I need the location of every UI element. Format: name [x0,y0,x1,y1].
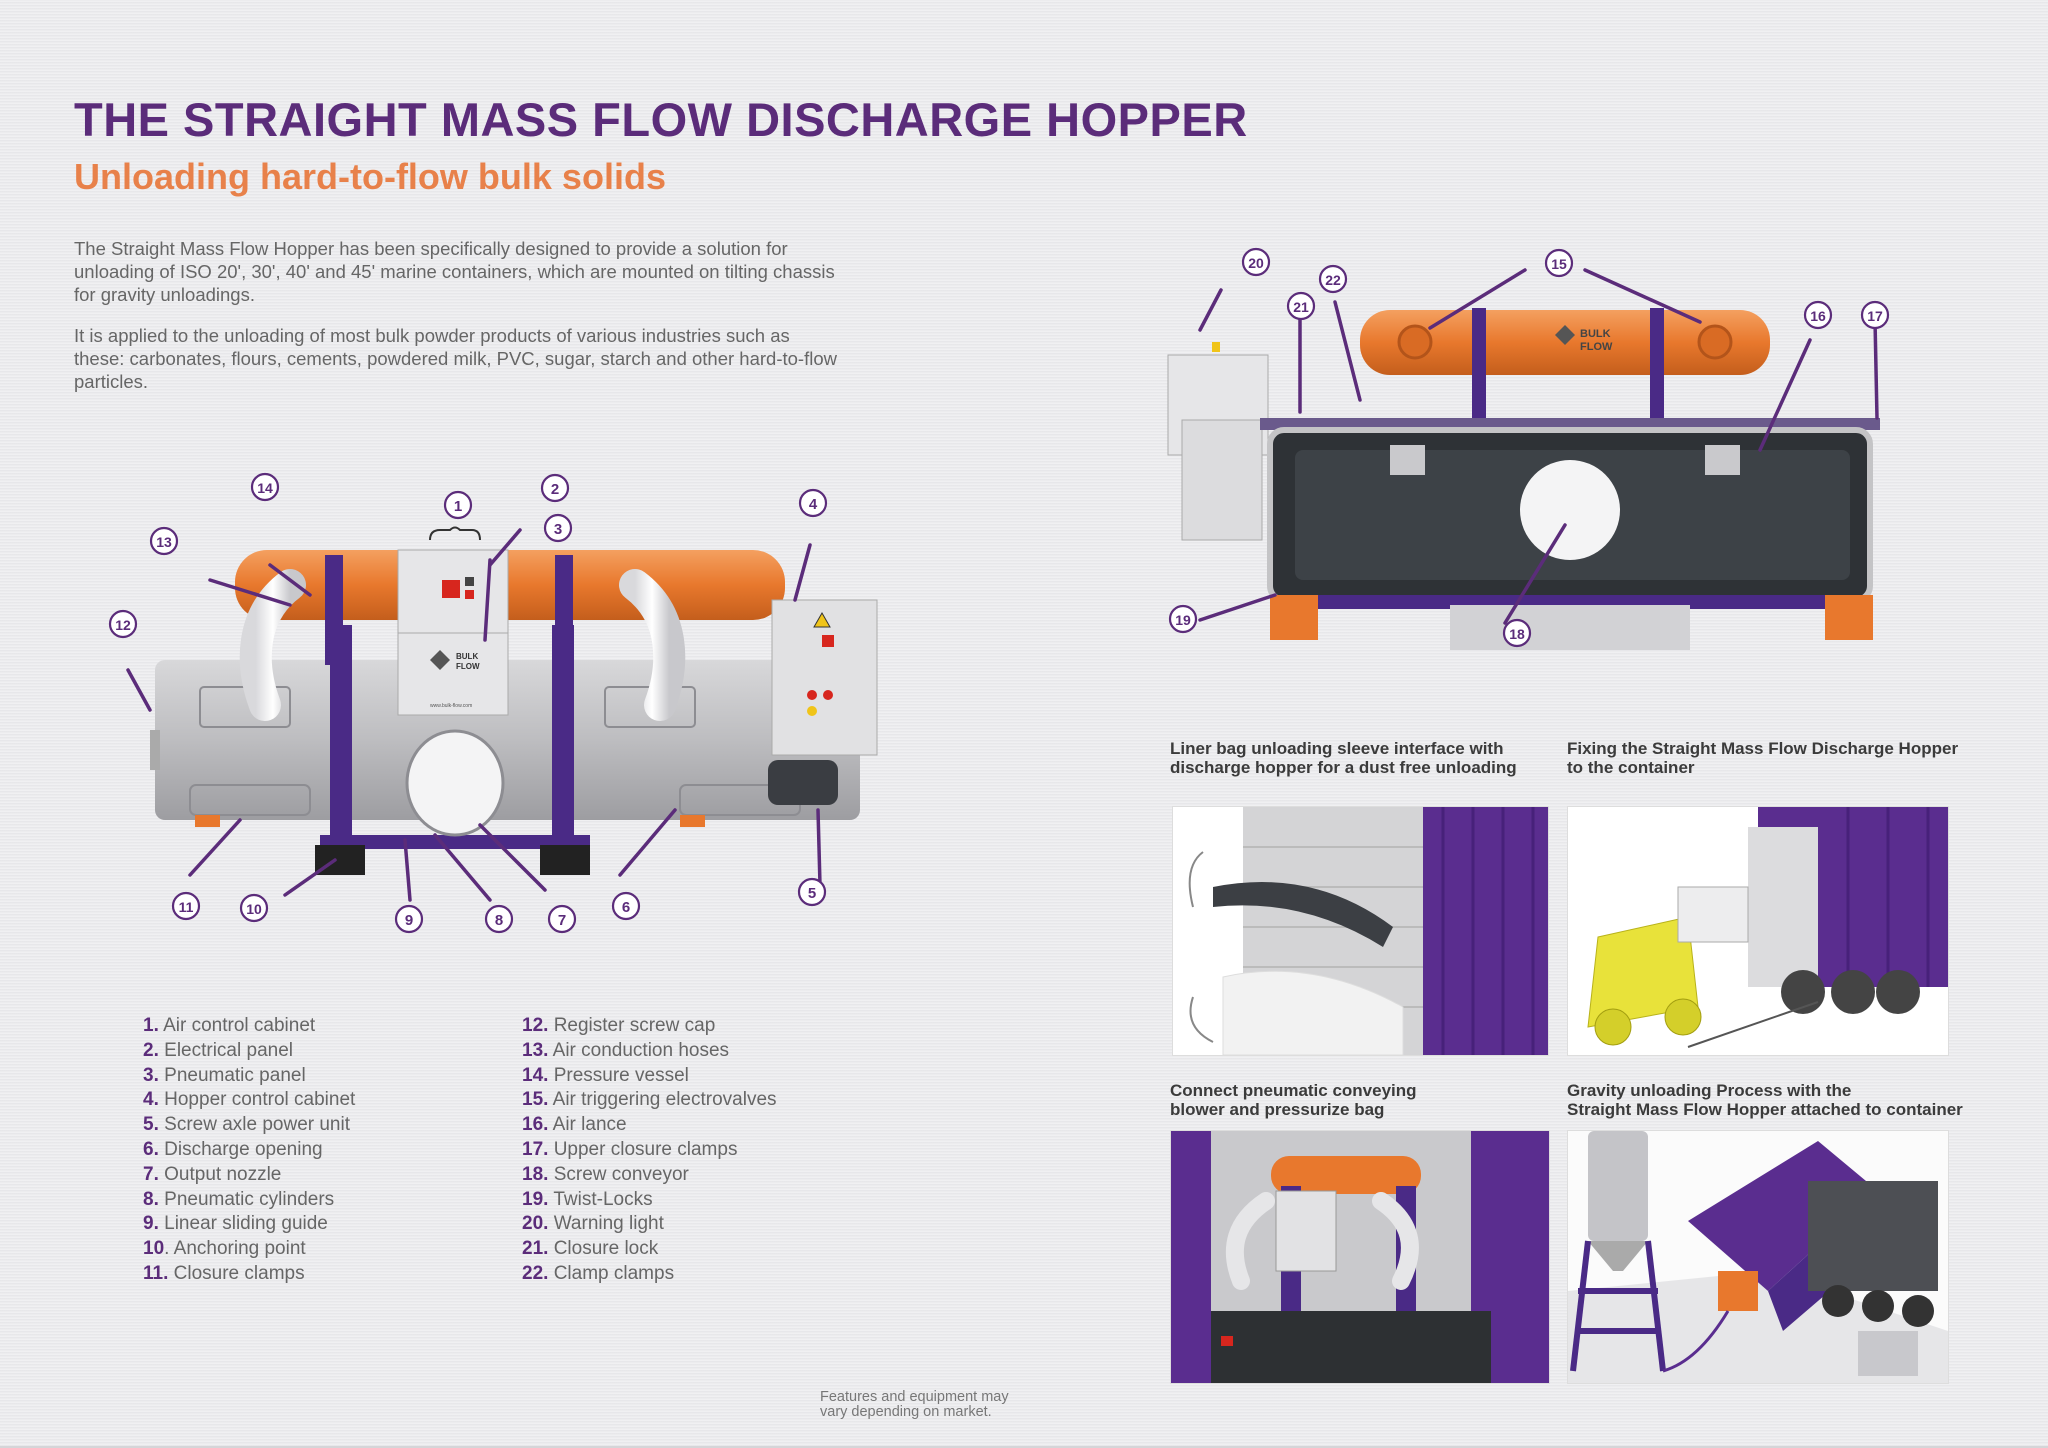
intro-paragraph: The Straight Mass Flow Hopper has been s… [74,238,835,305]
legend-item: 11. Closure clamps [143,1262,305,1284]
hopper-rear-illustration: BULK FLOW [1167,268,1880,650]
legend-item: 13. Air conduction hoses [522,1039,730,1061]
callout-21: 21 [1286,291,1316,321]
svg-text:6: 6 [622,899,630,916]
air-hose-right [619,569,686,721]
legend-item: 9. Linear sliding guide [143,1213,328,1235]
svg-text:14: 14 [257,480,273,496]
svg-text:20: 20 [1248,255,1264,271]
legend-item: 2. Electrical panel [143,1039,293,1061]
svg-text:19: 19 [1175,612,1191,628]
photo-caption-fixing: Fixing the Straight Mass Flow Discharge … [1567,739,1959,777]
photo-liner-bag [1172,806,1549,1056]
photo-gravity-unloading [1567,1130,1949,1384]
hopper-front-illustration: BULK FLOW www.bulk-flow.com [126,526,878,902]
legend-item: 20. Warning light [522,1213,664,1235]
svg-text:BULK: BULK [1580,328,1611,340]
callout-12: 12 [108,609,138,639]
legend-left-column: 1. Air control cabinet 2. Electrical pan… [143,1014,355,1287]
callout-22: 22 [1318,264,1348,294]
callout-4: 4 [798,488,828,518]
page-subtitle: Unloading hard-to-flow bulk solids [74,156,666,197]
callout-16: 16 [1803,300,1833,330]
svg-text:16: 16 [1810,308,1826,324]
callout-2: 2 [540,473,570,503]
svg-text:1: 1 [454,498,462,515]
photo-pneumatic-conveying [1170,1130,1550,1384]
callout-17: 17 [1860,300,1890,330]
legend-item: 8. Pneumatic cylinders [143,1188,335,1210]
svg-text:5: 5 [808,885,816,902]
legend-item: 14. Pressure vessel [522,1064,689,1086]
svg-text:21: 21 [1293,299,1309,315]
bottom-divider [0,1446,2048,1448]
photo-caption-gravity: Gravity unloading Process with the Strai… [1567,1081,1963,1119]
svg-text:17: 17 [1867,308,1883,324]
svg-text:2: 2 [551,481,559,498]
legend-item: 10. Anchoring point [143,1238,306,1260]
intro-paragraph-applications: It is applied to the unloading of most b… [74,325,837,392]
legend-item: 17. Upper closure clamps [522,1138,738,1160]
legend-item: 19. Twist-Locks [522,1188,653,1210]
callout-19: 19 [1168,604,1198,634]
svg-text:FLOW: FLOW [456,662,480,671]
legend-item: 16. Air lance [522,1114,627,1136]
callout-14: 14 [250,472,280,502]
legend-right-column: 12. Register screw cap 13. Air conductio… [522,1014,777,1287]
legend-item: 5. Screw axle power unit [143,1114,351,1136]
legend-item: 3. Pneumatic panel [143,1064,306,1086]
legend-item: 7. Output nozzle [143,1163,282,1185]
footnote: Features and equipment may vary dependin… [820,1389,1009,1420]
svg-text:FLOW: FLOW [1580,341,1613,353]
svg-text:15: 15 [1551,256,1567,272]
legend-item: 22. Clamp clamps [522,1262,675,1284]
callouts-rear: 15 16 17 18 19 20 21 22 [1168,247,1890,648]
photo-caption-liner-bag: Liner bag unloading sleeve interface wit… [1170,739,1517,777]
discharge-opening [405,729,505,837]
photo-caption-pneumatic: Connect pneumatic conveying blower and p… [1170,1081,1417,1119]
legend-item: 6. Discharge opening [143,1138,323,1160]
cabinet-logo-text: BULK [456,652,478,661]
svg-text:3: 3 [554,521,562,538]
callout-5: 5 [797,877,827,907]
svg-text:8: 8 [495,912,503,929]
page-title: THE STRAIGHT MASS FLOW DISCHARGE HOPPER [74,93,1248,146]
svg-text:9: 9 [405,912,413,929]
callout-13: 13 [149,526,179,556]
svg-text:7: 7 [558,912,566,929]
legend-item: 4. Hopper control cabinet [143,1089,356,1111]
svg-text:22: 22 [1325,272,1341,288]
callout-11: 11 [171,891,201,921]
callout-7: 7 [547,904,577,934]
legend-item: 1. Air control cabinet [143,1015,316,1036]
svg-text:www.bulk-flow.com: www.bulk-flow.com [430,703,472,709]
legend-item: 12. Register screw cap [522,1015,716,1036]
legend-item: 15. Air triggering electrovalves [522,1089,777,1111]
svg-text:4: 4 [809,496,818,513]
svg-text:10: 10 [246,901,262,917]
svg-text:11: 11 [179,899,194,915]
photo-fixing-hopper [1567,806,1949,1056]
callout-20: 20 [1241,247,1271,277]
legend-item: 18. Screw conveyor [522,1163,689,1185]
callout-10: 10 [239,893,269,923]
svg-text:18: 18 [1509,626,1525,642]
air-hose-left [239,569,306,721]
callout-9: 9 [394,904,424,934]
callout-6: 6 [611,891,641,921]
rear-opening [1520,460,1620,560]
svg-text:13: 13 [156,534,172,550]
callouts-front: 1 2 3 4 5 6 7 8 9 10 11 12 13 14 [108,472,828,934]
callout-15: 15 [1544,248,1574,278]
legend-item: 21. Closure lock [522,1238,659,1260]
callout-8: 8 [484,904,514,934]
svg-text:12: 12 [115,617,131,633]
callout-18: 18 [1502,618,1532,648]
screw-axle-power-unit [768,760,838,805]
callout-3: 3 [543,513,573,543]
callout-1: 1 [443,490,473,520]
